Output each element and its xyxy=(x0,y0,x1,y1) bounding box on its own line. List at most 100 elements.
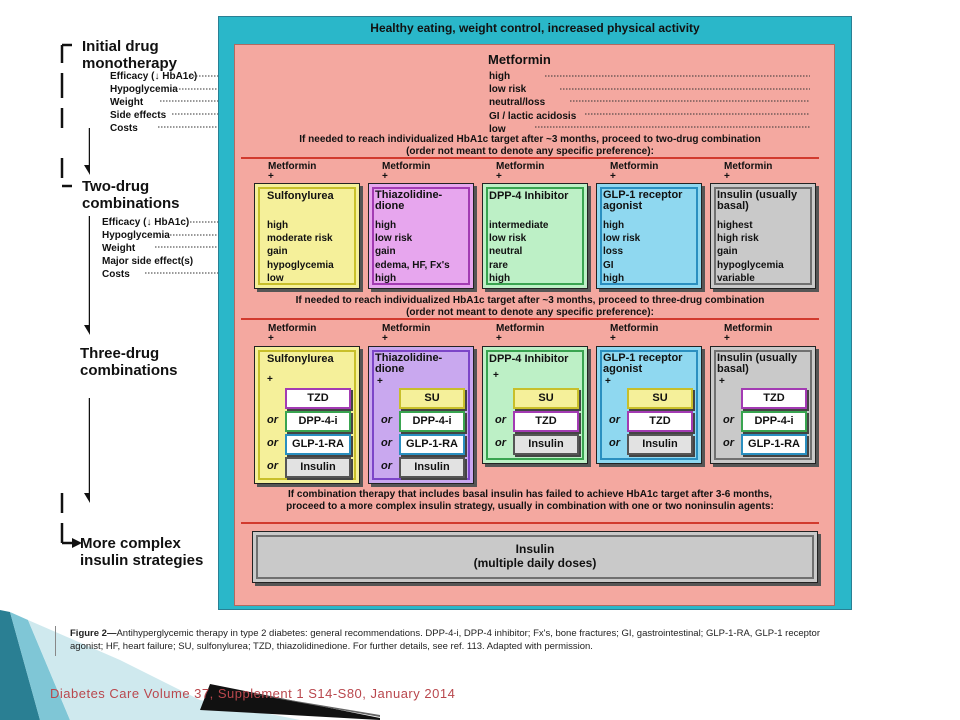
metformin-plus-1: Metformin xyxy=(268,161,317,172)
criterion: Major side effect(s) xyxy=(102,256,194,267)
plus: + xyxy=(268,171,274,182)
metformin-plus-3: Metformin xyxy=(496,161,545,172)
value: low xyxy=(489,123,506,135)
insulin-subtitle: (multiple daily doses) xyxy=(473,556,597,570)
divider-3 xyxy=(241,522,819,524)
label-complex-1: More complex xyxy=(80,535,181,552)
addon-pill: Insulin xyxy=(513,434,579,455)
two-drug-sulfonylurea: Sulfonylurea high moderate risk gain hyp… xyxy=(254,183,360,289)
plus: + xyxy=(267,374,273,385)
value: low risk xyxy=(375,233,413,245)
label-two-2: combinations xyxy=(82,195,180,212)
value: high xyxy=(489,71,511,82)
three-drug-headers: Metformin + Metformin + Metformin + Metf… xyxy=(0,322,960,346)
criterion: Hypoglycemia xyxy=(102,230,170,241)
plus: + xyxy=(719,376,725,387)
insulin-title: Insulin xyxy=(515,542,555,556)
value: edema, HF, Fx's xyxy=(375,259,450,271)
addon-pill: DPP-4-i xyxy=(285,411,351,432)
metformin-title: Metformin xyxy=(488,52,551,67)
note-line: If needed to reach individualized HbA1c … xyxy=(295,295,765,306)
drug-name: basal) xyxy=(717,363,749,375)
value: low risk xyxy=(489,84,527,96)
value: low risk xyxy=(489,233,527,245)
addon-pill: TZD xyxy=(285,388,351,409)
criterion: Efficacy (↓ HbA1c) xyxy=(110,71,198,82)
value: variable xyxy=(717,272,755,284)
value: high xyxy=(489,272,511,284)
value: neutral/loss xyxy=(489,97,546,109)
left-axis: Initial drug monotherapy Two-drug combin… xyxy=(50,38,210,578)
criterion: Side effects xyxy=(110,110,167,121)
two-drug-headers: Metformin + Metformin + Metformin + Metf… xyxy=(0,160,960,184)
value: intermediate xyxy=(489,220,549,231)
criterion: Efficacy (↓ HbA1c) xyxy=(102,217,190,228)
three-drug-tzd: Thiazolidine- dione + SU or DPP-4-i or G… xyxy=(368,346,474,484)
or-label: or xyxy=(495,414,506,426)
drug-name: Insulin (usually xyxy=(717,352,798,364)
plus: + xyxy=(382,171,388,182)
two-criteria: Efficacy (↓ HbA1c) Hypoglycemia Weight M… xyxy=(102,216,193,281)
drug-name: Thiazolidine- xyxy=(375,189,443,201)
or-label: or xyxy=(381,460,392,472)
plus: + xyxy=(496,333,502,344)
two-drug-dpp4: DPP-4 Inhibitor intermediate low risk ne… xyxy=(482,183,588,289)
note-line: proceed to a more complex insulin strate… xyxy=(286,501,774,512)
salmon-panel xyxy=(234,44,835,606)
note-line: If combination therapy that includes bas… xyxy=(288,489,772,500)
value: high xyxy=(375,220,397,231)
three-drug-dpp4: DPP-4 Inhibitor + SU or TZD or Insulin xyxy=(482,346,588,464)
value: low xyxy=(267,272,284,284)
addon-pill: GLP-1-RA xyxy=(399,434,465,455)
label-initial-2: monotherapy xyxy=(82,55,178,72)
value: highest xyxy=(717,220,753,231)
note-line: If needed to reach individualized HbA1c … xyxy=(299,134,761,145)
or-label: or xyxy=(723,437,734,449)
drug-name: Sulfonylurea xyxy=(267,353,334,365)
drug-name: Thiazolidine- xyxy=(375,352,443,364)
divider-2 xyxy=(241,318,819,320)
addon-pill: GLP-1-RA xyxy=(285,434,351,455)
drug-name: agonist xyxy=(603,363,643,375)
two-drug-tzd: Thiazolidine- dione high low risk gain e… xyxy=(368,183,474,289)
insulin-multiple-doses-box: Insulin (multiple daily doses) xyxy=(252,531,818,583)
addon-pill: DPP-4-i xyxy=(399,411,465,432)
addon-pill: SU xyxy=(513,388,579,409)
plus: + xyxy=(382,333,388,344)
plus: + xyxy=(605,376,611,387)
drug-name: Sulfonylurea xyxy=(267,190,334,202)
value: hypoglycemia xyxy=(267,259,334,271)
two-drug-insulin: Insulin (usually basal) highest high ris… xyxy=(710,183,816,289)
drug-name: dione xyxy=(375,200,405,212)
value: high xyxy=(603,220,625,231)
caption-label: Figure 2— xyxy=(70,628,117,639)
metformin-plus-5: Metformin xyxy=(724,161,773,172)
note-complex: If combination therapy that includes bas… xyxy=(241,489,819,513)
mono-criteria: Efficacy (↓ HbA1c) Hypoglycemia Weight S… xyxy=(110,70,197,135)
three-drug-insulin: Insulin (usually basal) + TZD or DPP-4-i… xyxy=(710,346,816,464)
plus: + xyxy=(493,370,499,381)
drug-name: GLP-1 receptor xyxy=(603,189,683,201)
caption-rule xyxy=(55,626,56,656)
label-two-1: Two-drug xyxy=(82,178,150,195)
value: GI xyxy=(603,259,614,271)
note-line: (order not meant to denote any specific … xyxy=(406,146,654,157)
metformin-plus-1: Metformin xyxy=(268,323,317,334)
value: gain xyxy=(267,246,288,258)
note-two-drug: If needed to reach individualized HbA1c … xyxy=(241,134,819,158)
plus: + xyxy=(610,171,616,182)
three-drug-sulfonylurea: Sulfonylurea + TZD or DPP-4-i or GLP-1-R… xyxy=(254,346,360,484)
or-label: or xyxy=(723,414,734,426)
note-line: (order not meant to denote any specific … xyxy=(406,307,654,318)
plus: + xyxy=(268,333,274,344)
addon-pill: Insulin xyxy=(399,457,465,478)
addon-pill: TZD xyxy=(741,388,807,409)
drug-name: GLP-1 receptor xyxy=(603,352,683,364)
drug-name: dione xyxy=(375,363,405,375)
drug-name: Insulin (usually xyxy=(717,189,798,201)
caption-text: Antihyperglycemic therapy in type 2 diab… xyxy=(70,628,821,652)
flow-arrows xyxy=(60,43,90,548)
outer-banner: Healthy eating, weight control, increase… xyxy=(370,21,700,35)
plus: + xyxy=(496,171,502,182)
